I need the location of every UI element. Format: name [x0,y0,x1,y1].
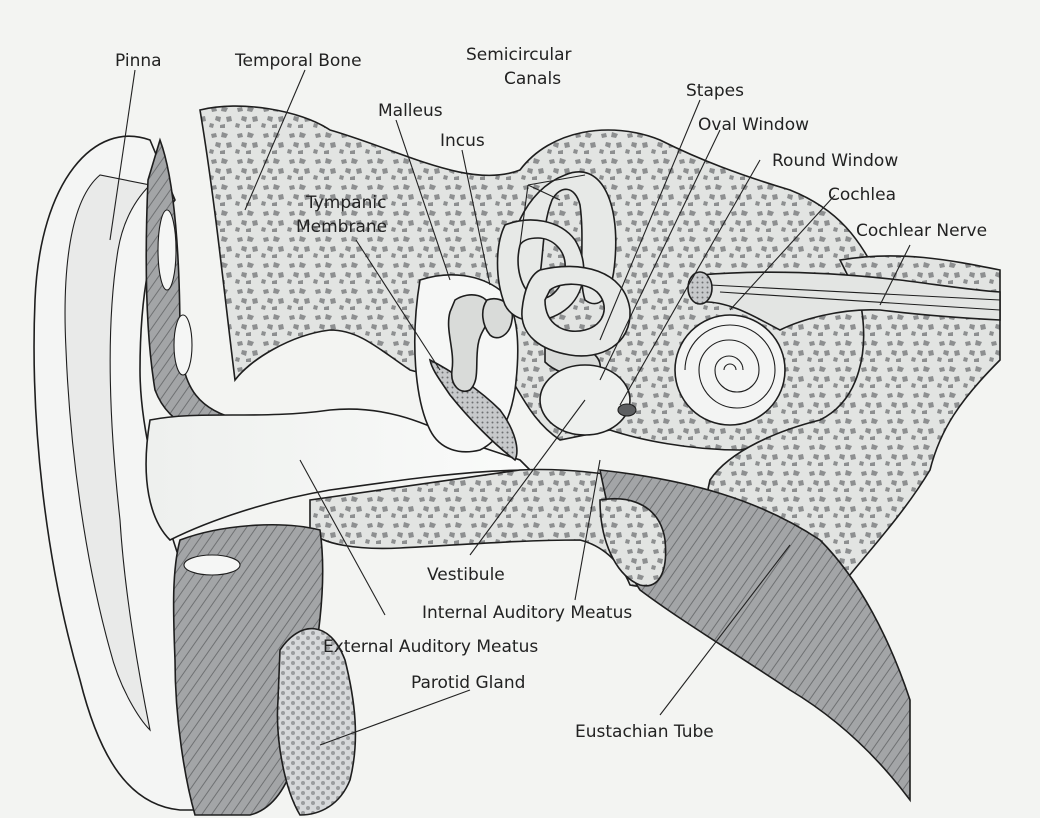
label-cochlear-nerve: Cochlear Nerve [856,221,987,241]
label-tympanic-2: Membrane [296,217,387,237]
label-oval-window: Oval Window [698,115,809,135]
round-window-shape [618,404,636,416]
label-stapes: Stapes [686,81,744,101]
cochlea-shape [675,315,785,425]
label-vestibule: Vestibule [427,565,505,585]
label-temporal-bone: Temporal Bone [234,51,362,71]
label-eustachian: Eustachian Tube [575,722,714,742]
label-round-window: Round Window [772,151,898,171]
label-malleus: Malleus [378,101,443,121]
label-parotid: Parotid Gland [411,673,525,693]
label-semicircular-1: Semicircular [466,45,571,65]
skull-pocket-2 [174,315,192,375]
lower-muscle-pocket [184,555,240,575]
label-external-meatus: External Auditory Meatus [323,637,538,657]
label-cochlea: Cochlea [828,185,896,205]
label-semicircular-2: Canals [504,69,561,89]
label-internal-meatus: Internal Auditory Meatus [422,603,632,623]
skull-pocket-1 [158,210,176,290]
label-pinna: Pinna [115,51,162,71]
label-incus: Incus [440,131,485,151]
label-tympanic-1: Tympanic [305,193,386,213]
